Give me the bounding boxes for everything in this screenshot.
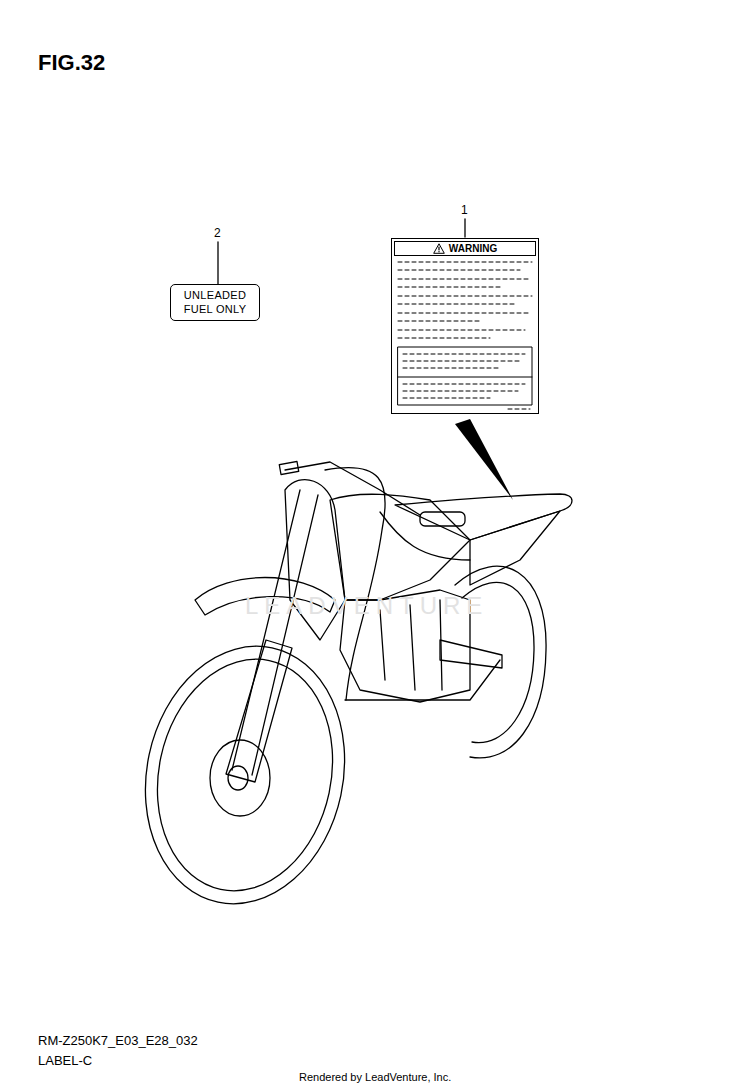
pointer-wedge — [455, 419, 513, 500]
figure-code: RM-Z250K7_E03_E28_032 — [38, 1033, 198, 1048]
render-credit: Rendered by LeadVenture, Inc. — [299, 1071, 451, 1083]
label-text: UNLEADED FUEL ONLY — [176, 288, 254, 317]
callout-number: 1 — [461, 203, 468, 217]
warning-label: WARNING — [391, 238, 539, 414]
warning-text-lines — [398, 262, 532, 409]
warning-header: WARNING — [394, 241, 536, 256]
watermark: LEADVENTURE — [245, 592, 488, 620]
leader-line — [464, 219, 465, 237]
warning-heading: WARNING — [449, 243, 497, 254]
callout-number: 2 — [214, 226, 221, 240]
fuel-label: UNLEADED FUEL ONLY — [170, 284, 260, 321]
leader-line — [217, 242, 218, 284]
figure-name: LABEL-C — [38, 1053, 92, 1068]
warning-icon — [433, 243, 445, 254]
figure-title: FIG.32 — [38, 50, 105, 76]
